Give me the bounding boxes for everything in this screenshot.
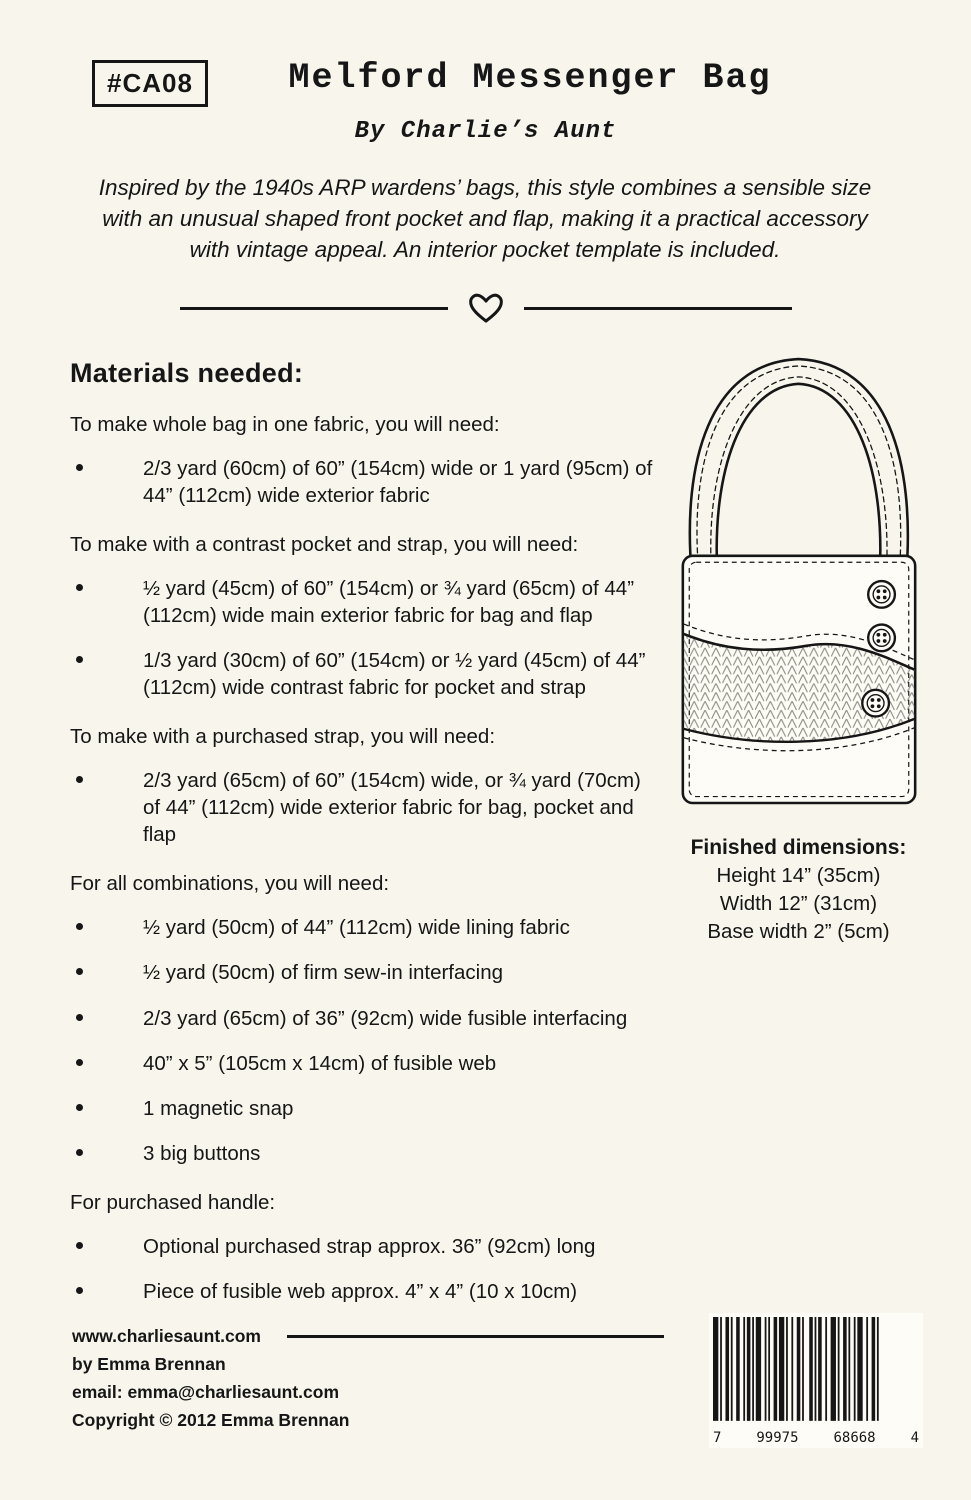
copyright: Copyright © 2012 Emma Brennan — [72, 1410, 350, 1430]
finished-dimensions: Finished dimensions: Height 14” (35cm) W… — [691, 834, 907, 945]
dimension-line: Height 14” (35cm) — [716, 864, 881, 888]
barcode-digits: 7 99975 68668 4 — [713, 1429, 919, 1446]
list-item: 40” x 5” (105cm x 14cm) of fusible web — [70, 1050, 662, 1077]
barcode: 7 99975 68668 4 — [709, 1313, 923, 1448]
bullet-icon — [76, 1241, 83, 1249]
barcode-bars — [713, 1317, 879, 1421]
bullet-icon — [76, 1286, 83, 1294]
list-item: ½ yard (45cm) of 60” (154cm) or ¾ yard (… — [70, 575, 662, 629]
list-item: 2/3 yard (65cm) of 36” (92cm) wide fusib… — [70, 1005, 662, 1032]
materials-heading: Materials needed: — [70, 358, 304, 388]
materials-section: Materials needed: To make whole bag in o… — [70, 332, 662, 1323]
list-item: 2/3 yard (60cm) of 60” (154cm) wide or 1… — [70, 455, 662, 509]
divider-line-left — [179, 306, 448, 310]
barcode-digit-group: 7 — [713, 1430, 722, 1446]
list-item-text: Optional purchased strap approx. 36” (92… — [143, 1234, 596, 1258]
list-item-text: 1/3 yard (30cm) of 60” (154cm) or ½ yard… — [143, 649, 646, 700]
list-item: Piece of fusible web approx. 4” x 4” (10… — [70, 1278, 662, 1305]
materials-section-label: To make whole bag in one fabric, you wil… — [70, 413, 500, 436]
list-item-text: 40” x 5” (105cm x 14cm) of fusible web — [143, 1051, 497, 1075]
list-item: 2/3 yard (65cm) of 60” (154cm) wide, or … — [70, 767, 662, 848]
divider-line-right — [523, 306, 792, 310]
bullet-icon — [76, 923, 83, 931]
header: #CA08 Melford Messenger Bag By Charlie’s… — [0, 0, 971, 332]
barcode-digit-group: 68668 — [833, 1430, 876, 1446]
list-item-text: 2/3 yard (65cm) of 60” (154cm) wide, or … — [143, 769, 641, 847]
dimension-line: Base width 2” (5cm) — [707, 919, 890, 943]
dimension-line: Width 12” (31cm) — [719, 892, 878, 916]
bullet-icon — [76, 1058, 83, 1066]
list-item-text: 3 big buttons — [143, 1141, 261, 1165]
footer-rule — [287, 1334, 664, 1338]
list-item-text: 1 magnetic snap — [143, 1096, 294, 1120]
page-title: Melford Messenger Bag — [288, 58, 772, 98]
website: www.charliesaunt.com — [72, 1326, 261, 1346]
materials-section-label: To make with a contrast pocket and strap… — [70, 533, 579, 557]
list-item: 3 big buttons — [70, 1140, 662, 1167]
email: email: emma@charliesaunt.com — [72, 1382, 340, 1402]
barcode-digit-group: 4 — [910, 1430, 919, 1446]
bag-illustration — [681, 357, 916, 805]
list-item: 1/3 yard (30cm) of 60” (154cm) or ½ yard… — [70, 647, 662, 701]
materials-section-label: To make with a purchased strap, you will… — [70, 725, 496, 749]
materials-section-label: For purchased handle: — [70, 1190, 276, 1214]
pattern-code: #CA08 — [107, 68, 193, 98]
list-item-text: ½ yard (50cm) of 44” (112cm) wide lining… — [143, 916, 570, 940]
bullet-icon — [76, 968, 83, 976]
list-item: Optional purchased strap approx. 36” (92… — [70, 1233, 662, 1260]
list-item: ½ yard (50cm) of 44” (112cm) wide lining… — [70, 914, 662, 941]
bullet-icon — [76, 464, 83, 471]
bullet-icon — [76, 584, 83, 592]
list-item: 1 magnetic snap — [70, 1095, 662, 1122]
website-row: www.charliesaunt.com — [72, 1322, 664, 1350]
author: by Emma Brennan — [72, 1354, 226, 1374]
materials-section-label: For all combinations, you will need: — [70, 872, 390, 896]
illustration-column: Finished dimensions: Height 14” (35cm) W… — [662, 332, 935, 1323]
list-item-text: Piece of fusible web approx. 4” x 4” (10… — [143, 1279, 578, 1303]
bullet-icon — [76, 1013, 83, 1021]
bullet-icon — [76, 1103, 83, 1111]
main-content: Materials needed: To make whole bag in o… — [0, 332, 971, 1323]
dimensions-heading: Finished dimensions: — [690, 836, 907, 859]
bullet-icon — [76, 656, 83, 664]
contact-block: www.charliesaunt.com by Emma Brennan ema… — [72, 1322, 664, 1434]
bullet-icon — [76, 776, 83, 784]
barcode-digit-group: 99975 — [756, 1430, 799, 1446]
list-item-text: ½ yard (50cm) of firm sew-in interfacing — [143, 961, 504, 985]
list-item-text: 2/3 yard (65cm) of 36” (92cm) wide fusib… — [143, 1006, 628, 1030]
list-item-text: ½ yard (45cm) of 60” (154cm) or ¾ yard (… — [143, 577, 635, 628]
byline: By Charlie’s Aunt — [354, 118, 617, 145]
list-item: ½ yard (50cm) of firm sew-in interfacing — [70, 959, 662, 986]
list-item-text: 2/3 yard (60cm) of 60” (154cm) wide or 1… — [143, 457, 653, 508]
bullet-icon — [76, 1148, 83, 1156]
divider — [0, 292, 971, 324]
intro-text: Inspired by the 1940s ARP wardens’ bags,… — [98, 175, 872, 263]
pattern-code-box: #CA08 — [92, 60, 208, 107]
heart-icon — [468, 293, 503, 323]
